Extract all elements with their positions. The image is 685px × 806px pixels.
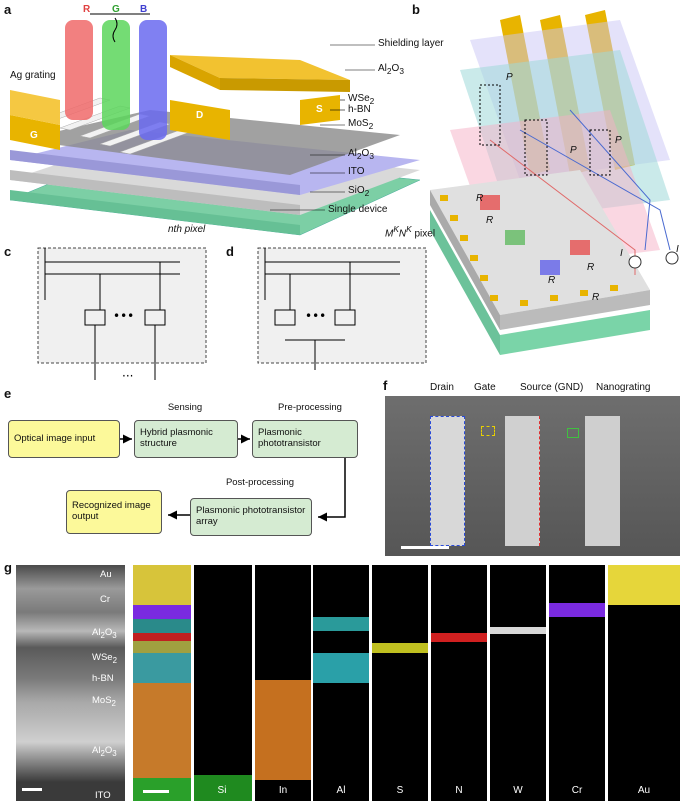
label-ag-grating: Ag grating <box>10 70 56 81</box>
panel-letter-b: b <box>412 2 420 17</box>
edx-label-w: W <box>513 785 523 796</box>
label-b-r1: R <box>476 193 484 204</box>
panel-letter-g: g <box>4 560 12 575</box>
tem-label-ito: ITO <box>95 790 111 801</box>
box-array: Plasmonic phototransistor array <box>190 498 312 536</box>
label-b-r5: R <box>592 292 600 303</box>
edx-label-in: In <box>278 785 288 796</box>
label-sio2: SiO2 <box>348 185 370 198</box>
flow-arrows <box>120 434 346 522</box>
tem-label-al2o3-1: Al2O3 <box>92 627 117 640</box>
edx-map-al <box>313 565 369 801</box>
beam-label-g: G <box>112 4 120 15</box>
label-g: G <box>30 130 38 141</box>
edx-label-n: N <box>455 785 463 796</box>
box-recognized-output: Recognized image output <box>66 490 162 534</box>
edx-label-au: Au <box>637 785 651 796</box>
edx-map-au <box>608 565 680 801</box>
circuit-schematic-d: ••• <box>257 247 427 370</box>
label-wse2: WSe2 <box>348 93 375 106</box>
label-d: D <box>196 110 204 121</box>
label-au: Au <box>240 47 254 58</box>
edx-map-s <box>372 565 428 801</box>
label-s: S <box>316 104 323 115</box>
edx-label-s: S <box>396 785 404 796</box>
edx-map-si <box>194 565 252 801</box>
label-drain: Drain <box>430 382 454 393</box>
panel-letter-d: d <box>226 244 234 259</box>
label-al2o3-bot: Al2O3 <box>348 148 374 161</box>
panel-letter-a: a <box>4 2 12 17</box>
sem-image <box>385 396 680 556</box>
beam-label-r: R <box>83 4 91 15</box>
edx-map-cr <box>549 565 605 801</box>
label-b-im: I <box>620 248 623 259</box>
label-source: Source (GND) <box>520 382 584 393</box>
label-b-p3: P <box>615 135 622 146</box>
circuit-schematic-c: ••• ··· <box>37 247 207 380</box>
box-hybrid: Hybrid plasmonic structure <box>134 420 238 458</box>
label-b-r2: R <box>486 215 494 226</box>
stage-post: Post-processing <box>225 477 295 488</box>
edx-map-in <box>255 565 311 801</box>
panel-letter-f: f <box>383 378 388 393</box>
beam-label-b: B <box>140 4 148 15</box>
edx-map-n <box>431 565 487 801</box>
tem-label-au: Au <box>100 569 112 580</box>
svg-text:•••: ••• <box>305 309 326 323</box>
edx-label-cr: Cr <box>571 785 583 796</box>
panel-letter-e: e <box>4 386 12 401</box>
edx-composite <box>133 565 191 801</box>
tem-label-al2o3-2: Al2O3 <box>92 745 117 758</box>
edx-map-w <box>490 565 546 801</box>
svg-text:•••: ••• <box>113 309 134 323</box>
array-exploded-illustration <box>430 10 679 355</box>
stage-pre: Pre-processing <box>278 402 342 413</box>
edx-label-si: Si <box>217 785 227 796</box>
box-optical-input: Optical image input <box>8 420 120 458</box>
label-al2o3-top: Al2O3 <box>378 63 404 76</box>
stage-sensing: Sensing <box>167 402 203 413</box>
tem-label-wse2: WSe2 <box>92 652 117 665</box>
label-ito: ITO <box>348 166 365 177</box>
label-single-device: Single device <box>328 204 388 215</box>
box-phototransistor: Plasmonic phototransistor <box>252 420 358 458</box>
tem-label-mos2: MoS2 <box>92 695 116 708</box>
label-b-r3: R <box>587 262 595 273</box>
label-b-r4: R <box>548 275 556 286</box>
label-nanograting: Nanograting <box>596 382 651 393</box>
edx-label-al: Al <box>336 785 346 796</box>
pixel-title-d: MKNK pixel <box>385 224 436 240</box>
pixel-title-c: nth pixel <box>168 224 206 235</box>
label-shielding: Shielding layer <box>378 38 444 49</box>
label-mos2: MoS2 <box>348 118 374 131</box>
svg-text:···: ··· <box>122 369 133 380</box>
label-gate: Gate <box>474 382 496 393</box>
tem-image <box>16 565 125 801</box>
tem-label-cr: Cr <box>100 594 111 605</box>
tem-label-hbn: h-BN <box>92 673 114 684</box>
label-b-p1: P <box>506 72 513 83</box>
device-3d-illustration <box>9 13 420 236</box>
label-hbn: h-BN <box>348 104 371 115</box>
panel-letter-c: c <box>4 244 12 259</box>
label-b-p2: P <box>570 145 577 156</box>
label-b-i1: I <box>676 244 679 255</box>
